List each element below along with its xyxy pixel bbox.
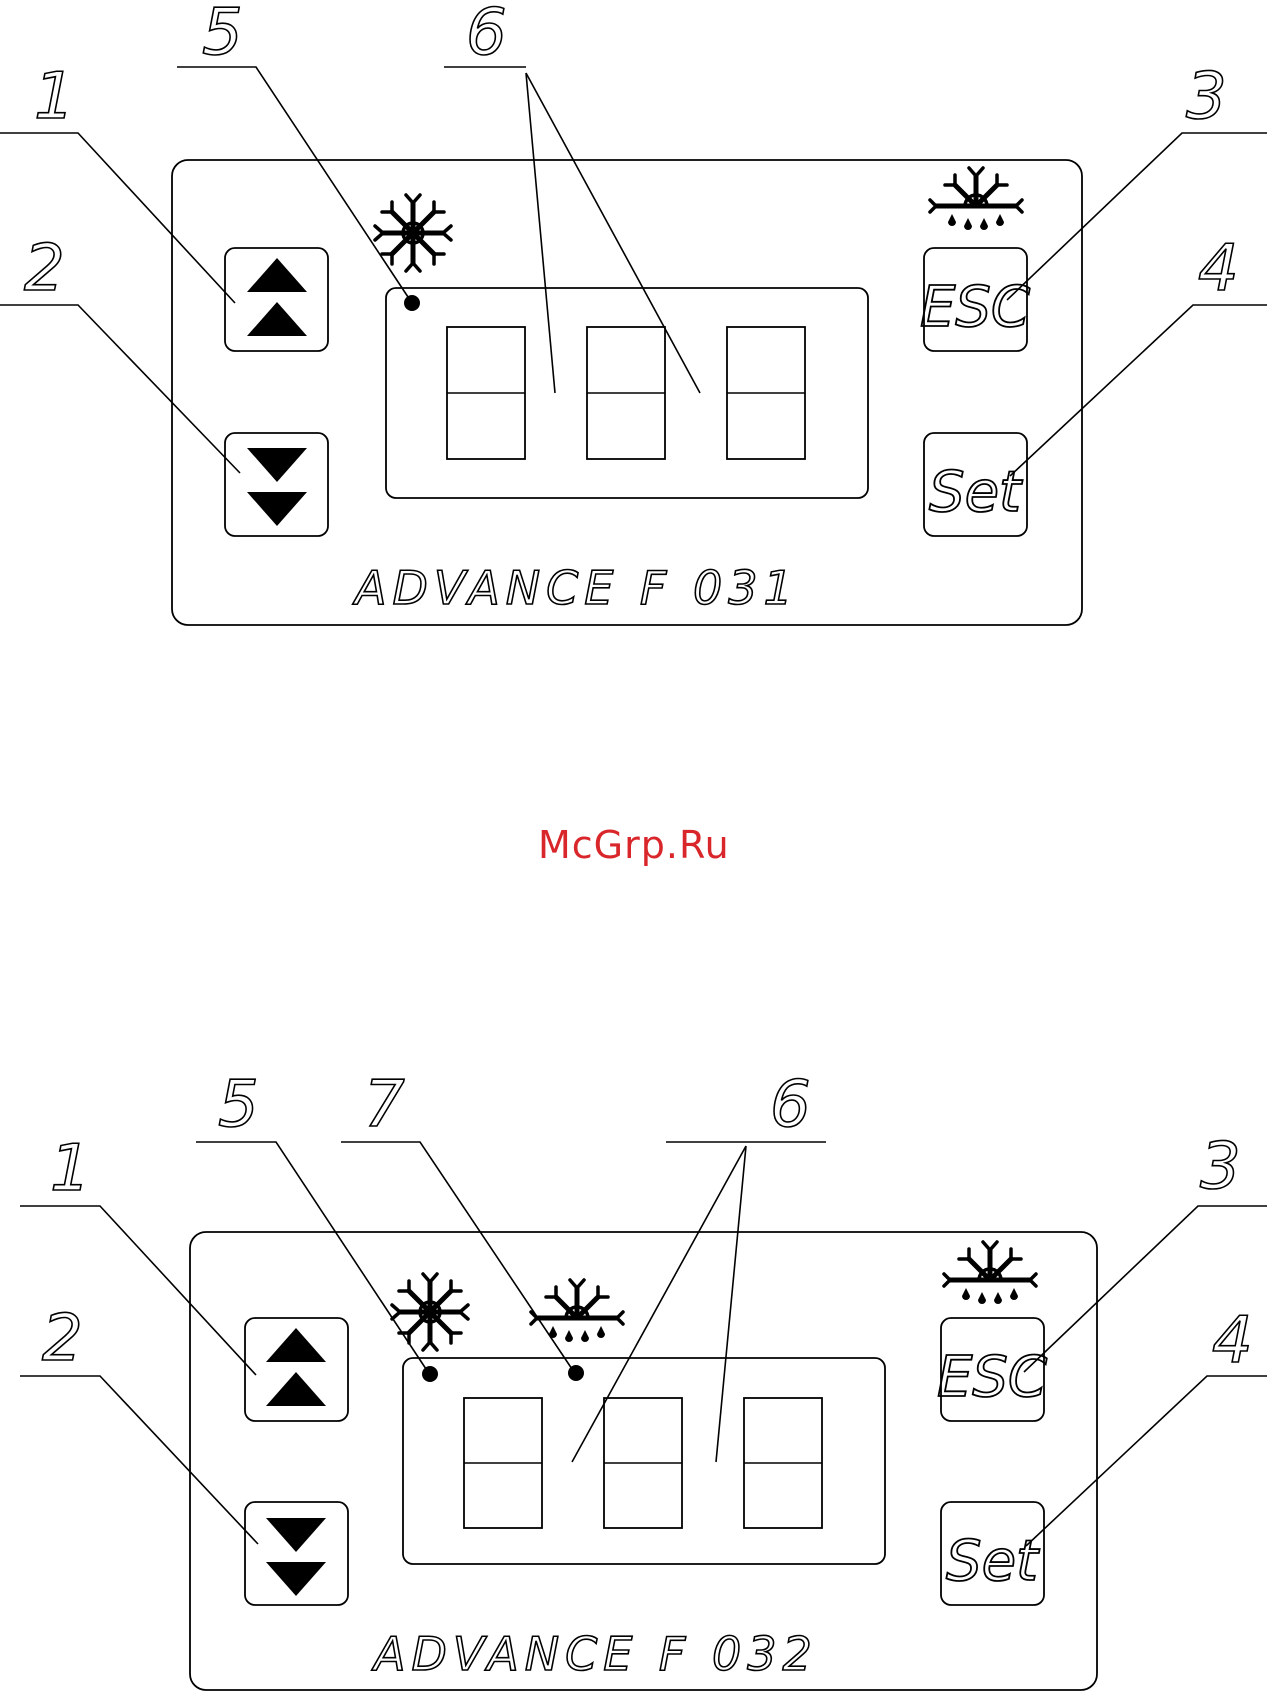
- digit-3: [744, 1398, 822, 1528]
- callout-2: 2: [42, 1302, 83, 1376]
- esc-button[interactable]: ESC: [920, 248, 1030, 351]
- watermark-text: McGrp.Ru: [538, 823, 730, 867]
- svg-text:ESC: ESC: [920, 275, 1030, 340]
- callout-7: 7: [364, 1068, 405, 1142]
- esc-button[interactable]: ESC: [937, 1318, 1047, 1421]
- callout-5: 5: [202, 0, 243, 70]
- callout-1: 1: [50, 1132, 91, 1206]
- digit-2: [604, 1398, 682, 1528]
- callout-6: 6: [466, 0, 507, 70]
- defrost-icon: [531, 1280, 623, 1342]
- down-arrow-icon: [247, 448, 307, 482]
- defrost-icon: [944, 1242, 1036, 1304]
- snowflake-icon: [375, 195, 451, 271]
- callout-5: 5: [218, 1068, 259, 1142]
- panel-f031: ESC Set ADVANCE F 031 1 2 5 6 3 4: [0, 0, 1267, 625]
- down-arrow-icon: [266, 1518, 326, 1552]
- digit-3: [727, 327, 805, 459]
- up-button[interactable]: [245, 1318, 348, 1421]
- up-arrow-icon: [266, 1372, 326, 1406]
- svg-text:Set: Set: [946, 1529, 1040, 1594]
- digit-1: [464, 1398, 542, 1528]
- panel-f032: ESC Set ADVANCE F 032 1 2 5 7 6 3 4: [20, 1068, 1267, 1690]
- up-arrow-icon: [266, 1328, 326, 1362]
- down-button[interactable]: [245, 1502, 348, 1605]
- svg-text:Set: Set: [929, 460, 1023, 525]
- compressor-led: [422, 1366, 438, 1382]
- callout-2: 2: [24, 232, 65, 306]
- callout-4: 4: [1212, 1304, 1253, 1378]
- display-window: [403, 1358, 885, 1564]
- model-label: ADVANCE F 031: [352, 561, 799, 615]
- callout-1: 1: [34, 60, 75, 134]
- down-button[interactable]: [225, 433, 328, 536]
- down-arrow-icon: [266, 1562, 326, 1596]
- controller-housing: [190, 1232, 1097, 1690]
- callout-6: 6: [770, 1068, 811, 1142]
- model-label: ADVANCE F 032: [371, 1627, 818, 1681]
- defrost-icon: [930, 168, 1022, 230]
- svg-text:ESC: ESC: [937, 1345, 1047, 1410]
- set-button[interactable]: Set: [924, 433, 1027, 536]
- compressor-led: [404, 295, 420, 311]
- callout-3: 3: [1200, 1130, 1241, 1204]
- up-arrow-icon: [247, 258, 307, 292]
- digit-2: [587, 327, 665, 459]
- digit-1: [447, 327, 525, 459]
- snowflake-icon: [392, 1274, 468, 1350]
- up-button[interactable]: [225, 248, 328, 351]
- set-button[interactable]: Set: [941, 1502, 1044, 1605]
- down-arrow-icon: [247, 492, 307, 526]
- callout-4: 4: [1198, 232, 1239, 306]
- callout-3: 3: [1186, 60, 1227, 134]
- up-arrow-icon: [247, 302, 307, 336]
